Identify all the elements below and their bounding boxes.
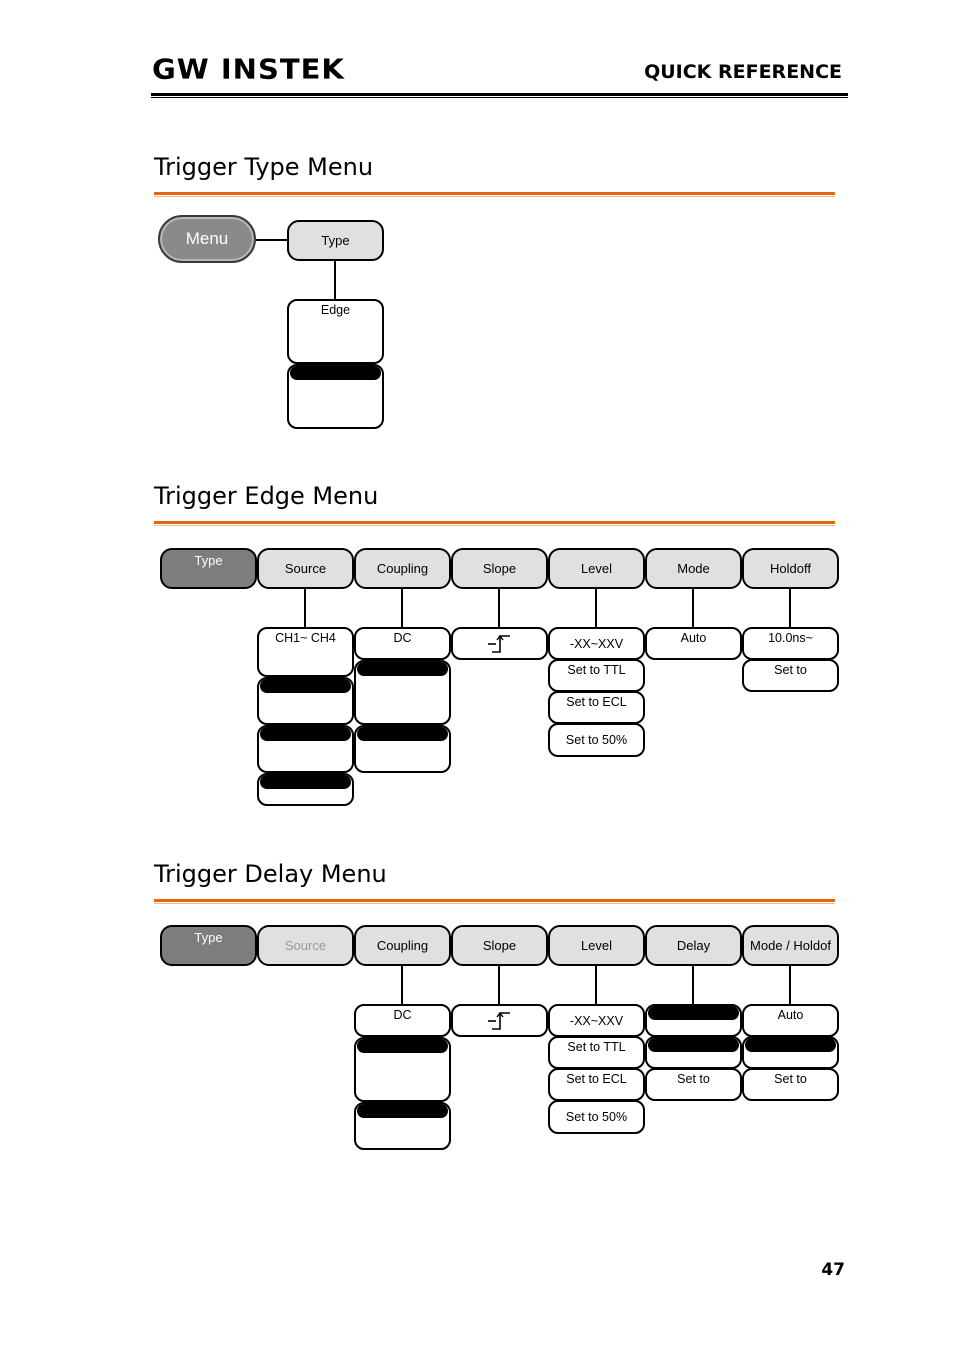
- edge-key-slope[interactable]: Slope: [451, 548, 548, 589]
- connector: [334, 261, 336, 300]
- section-rule-thin: [154, 525, 835, 526]
- option-mode-auto[interactable]: Auto: [742, 1004, 839, 1037]
- option-mode-auto[interactable]: Auto: [645, 627, 742, 660]
- option-mode-set[interactable]: Set to: [742, 1068, 839, 1101]
- section-title-edge: Trigger Edge Menu: [154, 482, 379, 510]
- gw-instek-logo: GW INSTEK: [152, 52, 345, 86]
- section-rule: [154, 192, 835, 195]
- connector: [401, 966, 403, 1005]
- option-slope[interactable]: [451, 627, 548, 660]
- connector: [692, 966, 694, 1005]
- option-black-bar: [357, 662, 448, 676]
- connector: [789, 966, 791, 1005]
- option-level-range[interactable]: -XX~XXV: [548, 1004, 645, 1037]
- connector: [304, 589, 306, 628]
- connector: [498, 589, 500, 628]
- option-source-channel[interactable]: CH1~ CH4: [257, 627, 354, 677]
- option-black-bar: [357, 1104, 448, 1118]
- delay-key-delay[interactable]: Delay: [645, 925, 742, 966]
- edge-key-mode[interactable]: Mode: [645, 548, 742, 589]
- section-rule-thin: [154, 903, 835, 904]
- option-slope[interactable]: [451, 1004, 548, 1037]
- option-holdoff-set[interactable]: Set to: [742, 659, 839, 692]
- connector: [401, 589, 403, 628]
- option-set-ecl[interactable]: Set to ECL: [548, 691, 645, 724]
- edge-key-coupling[interactable]: Coupling: [354, 548, 451, 589]
- option-coupling-dc[interactable]: DC: [354, 627, 451, 660]
- delay-key-slope[interactable]: Slope: [451, 925, 548, 966]
- menu-button[interactable]: Menu: [158, 215, 256, 263]
- connector: [498, 966, 500, 1005]
- edge-key-type[interactable]: Type: [160, 548, 257, 589]
- connector: [789, 589, 791, 628]
- rising-edge-icon: [487, 634, 510, 653]
- option-black-bar: [260, 727, 351, 741]
- edge-key-level[interactable]: Level: [548, 548, 645, 589]
- option-level-range[interactable]: -XX~XXV: [548, 627, 645, 660]
- option-set-50[interactable]: Set to 50%: [548, 1100, 645, 1134]
- option-black-bar: [648, 1006, 739, 1020]
- option-set-50[interactable]: Set to 50%: [548, 723, 645, 757]
- header-rule: [151, 93, 848, 96]
- option-delay-set[interactable]: Set to: [645, 1068, 742, 1101]
- option-coupling-dc[interactable]: DC: [354, 1004, 451, 1037]
- header-rule-thin: [151, 97, 848, 98]
- delay-key-coupling[interactable]: Coupling: [354, 925, 451, 966]
- delay-key-mode-holdoff[interactable]: Mode / Holdof: [742, 925, 839, 966]
- option-black-bar: [357, 1039, 448, 1053]
- delay-key-level[interactable]: Level: [548, 925, 645, 966]
- header-title: QUICK REFERENCE: [644, 61, 842, 83]
- option-holdoff-value[interactable]: 10.0ns~: [742, 627, 839, 660]
- rising-edge-icon: [487, 1011, 510, 1030]
- delay-key-source[interactable]: Source: [257, 925, 354, 966]
- connector: [692, 589, 694, 628]
- option-black-bar: [260, 679, 351, 693]
- option-set-ttl[interactable]: Set to TTL: [548, 1036, 645, 1069]
- connector: [256, 239, 287, 241]
- edge-key-holdoff[interactable]: Holdoff: [742, 548, 839, 589]
- section-title-type: Trigger Type Menu: [154, 153, 374, 181]
- option-black-bar: [745, 1038, 836, 1052]
- option-black-bar: [290, 366, 381, 380]
- option-black-bar: [648, 1038, 739, 1052]
- edge-key-source[interactable]: Source: [257, 548, 354, 589]
- section-rule-thin: [154, 196, 835, 197]
- option-black-bar: [357, 727, 448, 741]
- option-set-ecl[interactable]: Set to ECL: [548, 1068, 645, 1101]
- page-number: 47: [821, 1260, 845, 1280]
- connector: [595, 966, 597, 1005]
- option-edge[interactable]: Edge: [287, 299, 384, 364]
- section-rule: [154, 521, 835, 524]
- section-rule: [154, 899, 835, 902]
- type-key[interactable]: Type: [287, 220, 384, 261]
- option-black-bar: [260, 775, 351, 789]
- section-title-delay: Trigger Delay Menu: [154, 860, 387, 888]
- connector: [595, 589, 597, 628]
- option-set-ttl[interactable]: Set to TTL: [548, 659, 645, 692]
- delay-key-type[interactable]: Type: [160, 925, 257, 966]
